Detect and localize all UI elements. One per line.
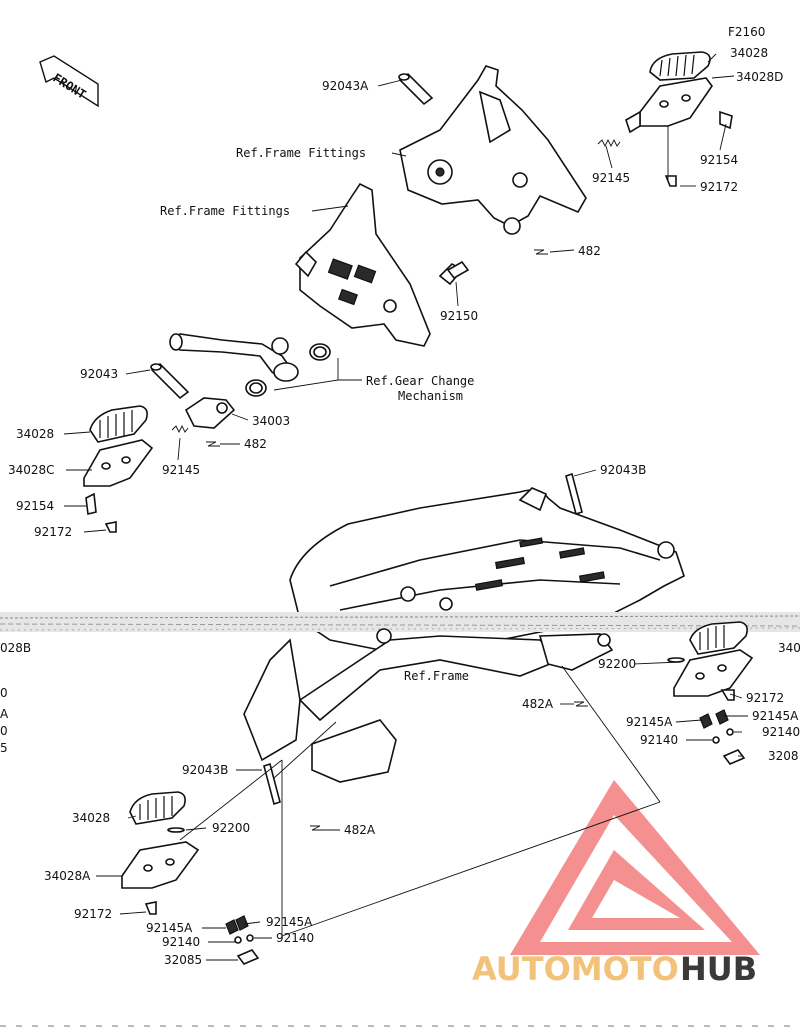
label-92043A: 92043A	[322, 79, 369, 93]
clip-482-mid	[206, 441, 220, 447]
label-3208-cut: 3208	[768, 749, 799, 763]
label-92200-bottom: 92200	[212, 821, 250, 835]
label-cut-left-1: 0	[0, 686, 8, 700]
label-92145-left: 92145	[162, 463, 200, 477]
label-ref-frame: Ref.Frame	[404, 669, 469, 683]
part-labels: 34028 34028D 92043A Ref.Frame Fittings 9…	[0, 46, 800, 967]
label-92140-b2: 92140	[276, 931, 314, 945]
label-ref-gear-change-2: Mechanism	[398, 389, 463, 403]
label-92140-r1: 92140	[762, 725, 800, 739]
label-92145A-r2: 92145A	[752, 709, 799, 723]
leader-lines	[63, 53, 748, 961]
label-34028-left: 34028	[16, 427, 54, 441]
spring-92145-left	[171, 424, 189, 434]
label-cut-340: 340	[778, 641, 800, 655]
label-92150: 92150	[440, 309, 478, 323]
label-92140-b1: 92140	[162, 935, 200, 949]
lower-frame	[243, 628, 614, 783]
pin-92043B-right	[565, 472, 583, 516]
bolt-92150	[438, 260, 470, 286]
front-arrow-icon: FRONT	[39, 55, 99, 108]
bracket-34003	[184, 397, 236, 429]
label-34028C: 34028C	[8, 463, 55, 477]
label-482-top: 482	[578, 244, 601, 258]
label-92145A-b2: 92145A	[266, 915, 313, 929]
label-92145A-r1: 92145A	[626, 715, 673, 729]
right-footrest-top	[625, 51, 733, 187]
scan-noise-strip	[0, 612, 800, 632]
label-92172-bottom: 92172	[74, 907, 112, 921]
watermark-text-1: AUTOMOTO	[472, 950, 679, 988]
label-ref-frame-fittings-1: Ref.Frame Fittings	[236, 146, 366, 160]
label-92043B-left: 92043B	[182, 763, 228, 777]
clip-482A-right	[574, 701, 588, 707]
label-cut-left-3: 0	[0, 724, 8, 738]
watermark-logo	[510, 780, 760, 955]
label-92172-top: 92172	[700, 180, 738, 194]
main-frame	[289, 487, 685, 653]
label-92172-left: 92172	[34, 525, 72, 539]
pin-92043	[150, 362, 190, 400]
label-482A-right: 482A	[522, 697, 554, 711]
label-92200-right: 92200	[598, 657, 636, 671]
label-ref-frame-fittings-2: Ref.Frame Fittings	[160, 204, 290, 218]
label-cut-left-4: 5	[0, 741, 8, 755]
label-ref-gear-change-1: Ref.Gear Change	[366, 374, 474, 388]
label-92154-top: 92154	[700, 153, 738, 167]
watermark-text-2: HUB	[680, 950, 757, 988]
label-482-mid: 482	[244, 437, 267, 451]
label-34028-top: 34028	[730, 46, 768, 60]
clip-482A-left	[310, 825, 324, 831]
spring-92145-top	[597, 138, 621, 148]
label-34028-bottom: 34028	[72, 811, 110, 825]
label-cut-34028B: 028B	[0, 641, 31, 655]
label-34003: 34003	[252, 414, 290, 428]
label-32085: 32085	[164, 953, 202, 967]
label-34028D: 34028D	[736, 70, 783, 84]
label-92145A-b1: 92145A	[146, 921, 193, 935]
diagram-code: F2160	[728, 25, 765, 39]
watermark-text: AUTOMOTO HUB	[472, 950, 757, 988]
label-92140-r2: 92140	[640, 733, 678, 747]
label-92172-right: 92172	[746, 691, 784, 705]
label-34028A: 34028A	[44, 869, 91, 883]
label-92145-top: 92145	[592, 171, 630, 185]
right-lower-footrest	[667, 621, 754, 765]
label-482A-left: 482A	[344, 823, 376, 837]
left-footrest-bracket	[294, 182, 431, 347]
label-92154-left: 92154	[16, 499, 54, 513]
label-cut-left-2: A	[0, 707, 9, 721]
left-footrest	[83, 405, 154, 533]
pin-92043A	[398, 72, 434, 106]
shift-lever	[169, 333, 331, 397]
bottom-footrest	[121, 791, 260, 965]
label-92043: 92043	[80, 367, 118, 381]
right-footrest-bracket	[399, 65, 587, 235]
clip-482-top	[534, 249, 548, 255]
pin-92043B-left	[263, 762, 281, 806]
label-92043B-right: 92043B	[600, 463, 646, 477]
